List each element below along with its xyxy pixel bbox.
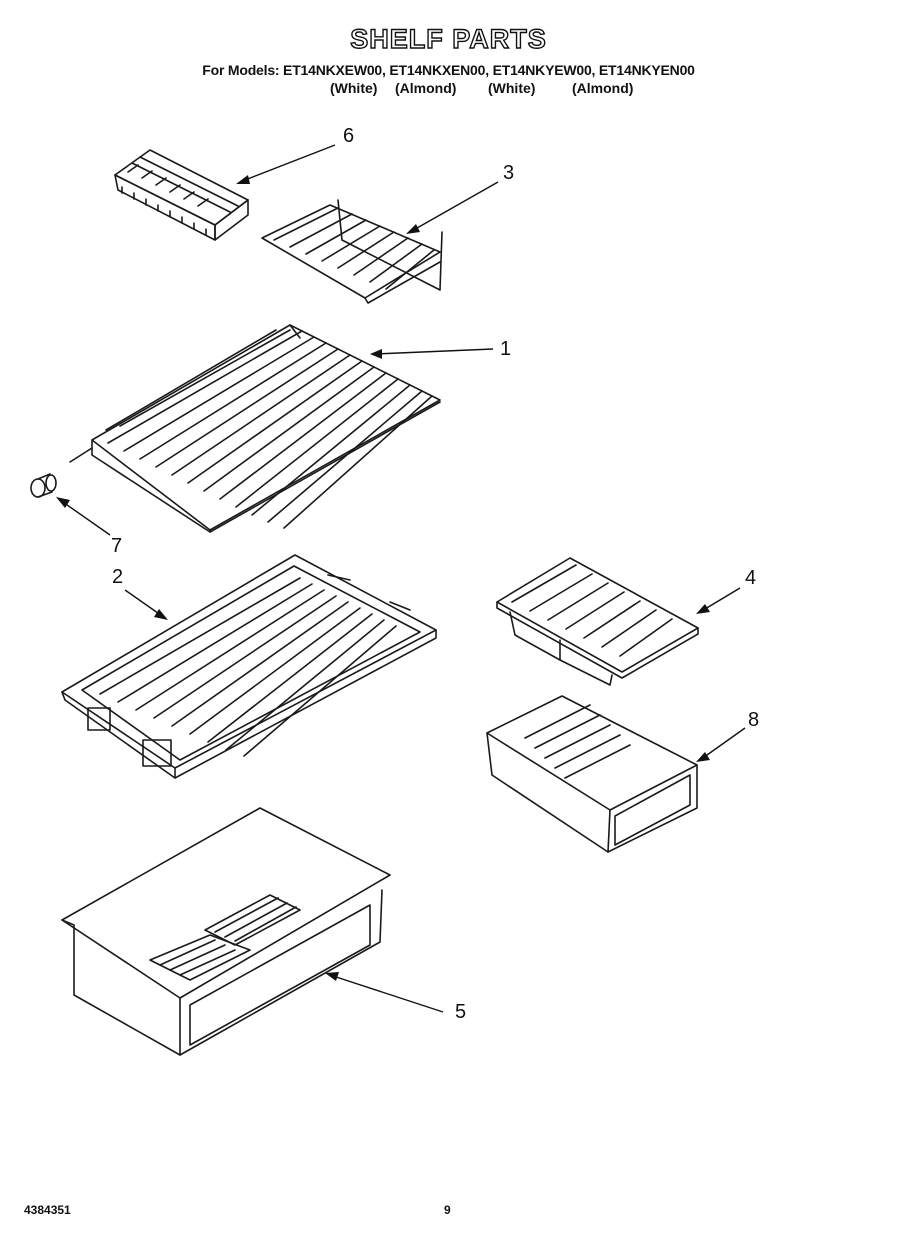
color-label-4: (Almond) — [572, 80, 634, 96]
callout-6: 6 — [343, 125, 355, 147]
color-label-3: (White) — [488, 80, 536, 96]
callout-7: 7 — [111, 535, 123, 557]
crisper-cover-shelf-part — [61, 554, 437, 779]
callout-3: 3 — [503, 162, 515, 184]
models-line: For Models: ET14NKXEW00, ET14NKXEN00, ET… — [202, 62, 695, 78]
shelf-cap-part — [30, 473, 57, 498]
callout-1: 1 — [500, 338, 512, 360]
leader-lines — [56, 144, 746, 1013]
page-number: 9 — [444, 1203, 451, 1217]
document-number: 4384351 — [24, 1203, 71, 1217]
wire-shelf-part — [69, 324, 441, 533]
callout-4: 4 — [745, 567, 757, 589]
callout-5: 5 — [455, 1001, 467, 1023]
callout-8: 8 — [748, 709, 760, 731]
meat-drawer-part — [486, 695, 698, 853]
callout-2: 2 — [112, 566, 124, 588]
ice-tray-part — [114, 149, 249, 241]
color-label-2: (Almond) — [395, 80, 457, 96]
wire-rack-part — [261, 199, 443, 304]
crisper-drawer-part — [61, 807, 391, 1056]
model-colors: (White) (Almond) (White) (Almond) — [0, 80, 897, 98]
color-label-1: (White) — [330, 80, 378, 96]
page-title: SHELF PARTS — [350, 23, 547, 54]
small-shelf-part — [496, 557, 699, 686]
